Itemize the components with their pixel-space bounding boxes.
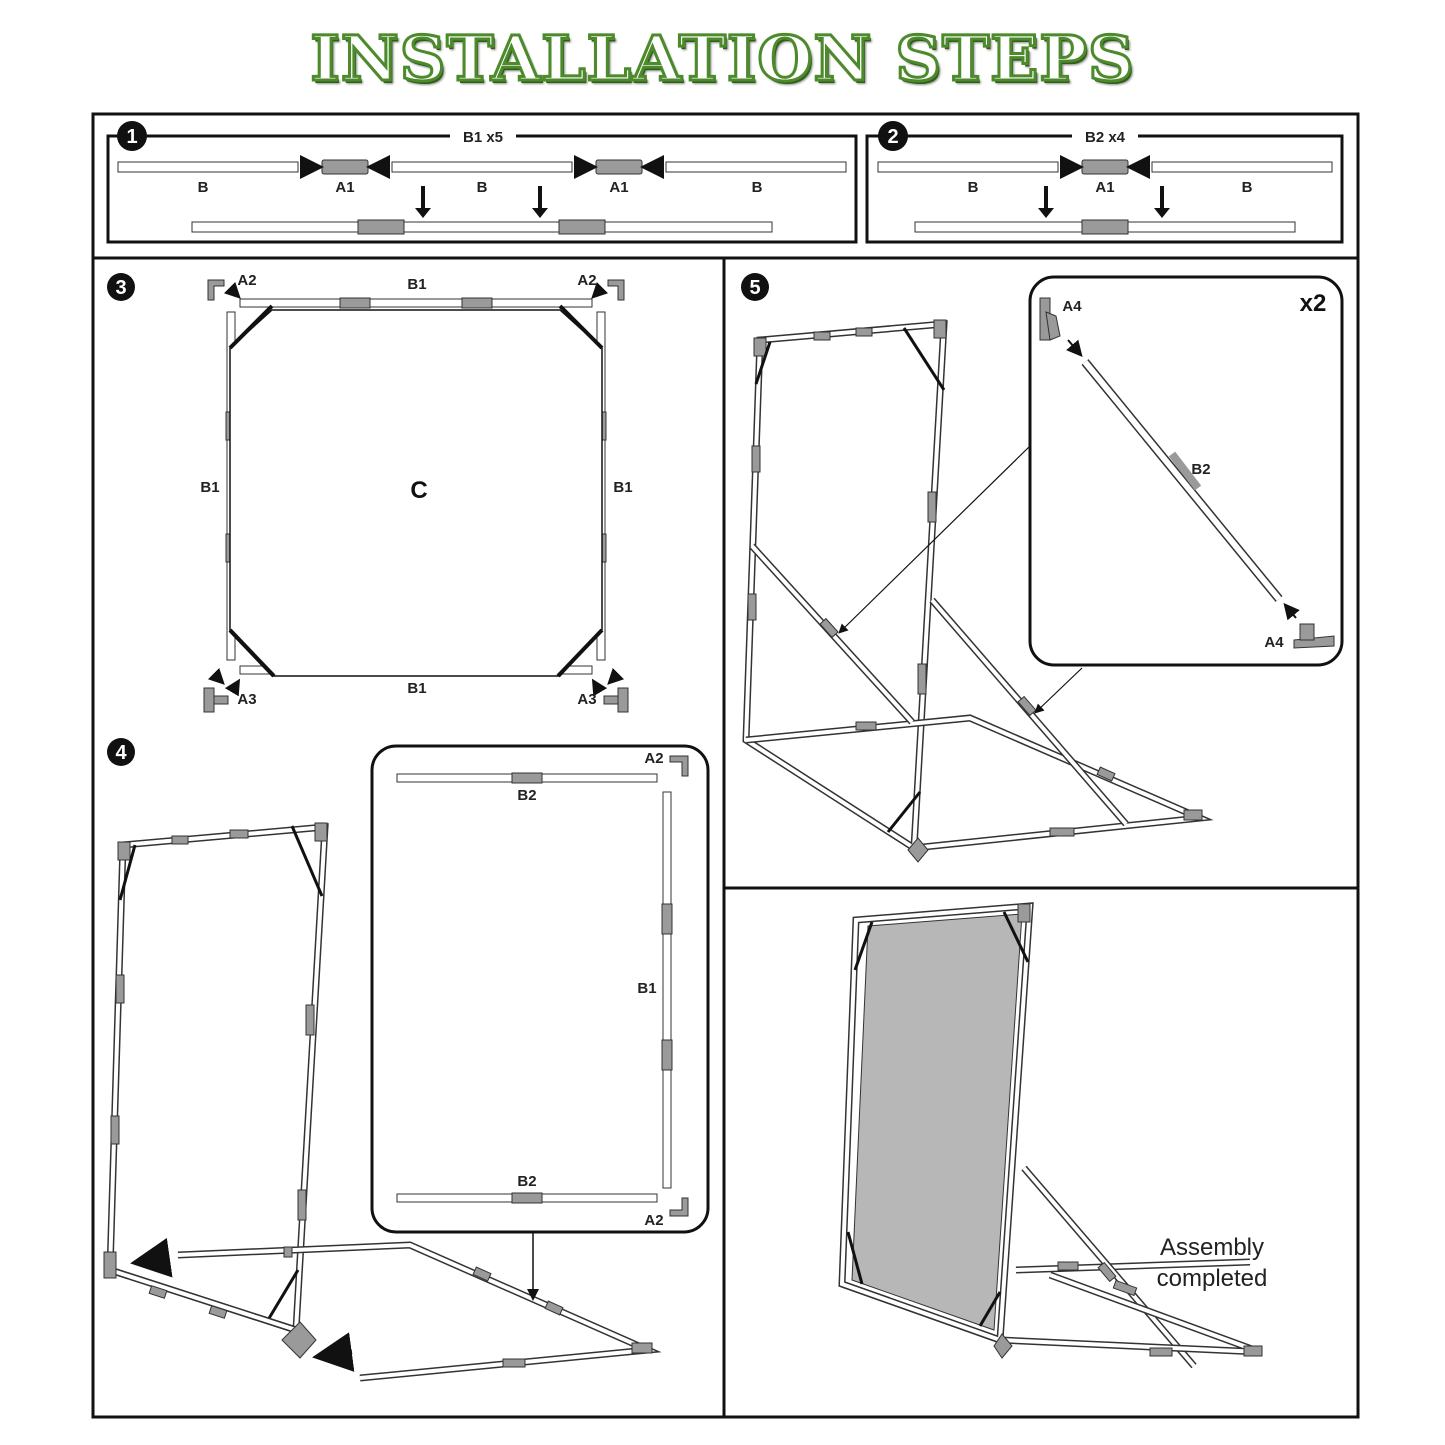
step-2-part-b: B	[1242, 179, 1253, 196]
assembly-label-line1: Assembly	[1160, 1234, 1264, 1261]
step-3-badge	[107, 273, 135, 301]
step-1-header: B1 x5	[463, 129, 503, 146]
step-3-number: 3	[115, 277, 126, 299]
step-4-number: 4	[115, 742, 127, 764]
step-5-number: 5	[749, 277, 760, 299]
step-3-corner-label: A2	[237, 272, 256, 289]
step-2-header: B2 x4	[1085, 129, 1126, 146]
step-2-badge	[878, 121, 908, 151]
step-4-label-bottom: B2	[517, 1173, 536, 1190]
assembly-label-line2: completed	[1157, 1265, 1268, 1292]
net-sheet	[851, 913, 1023, 1331]
step-4-corner-label: A2	[644, 1212, 663, 1229]
step-3-label-bottom: B1	[407, 680, 426, 697]
step-1-part-a1: A1	[335, 179, 354, 196]
step-5-quantity: x2	[1300, 290, 1327, 317]
step-2-panel: 2 B2 x4 B A1 B	[865, 121, 1344, 244]
step-1-part-b: B	[752, 179, 763, 196]
step-5-part-top: A4	[1062, 298, 1082, 315]
step-1-part-a1: A1	[609, 179, 628, 196]
step-2-part-a1: A1	[1095, 179, 1114, 196]
step-1-number: 1	[126, 126, 137, 148]
step-5-part-bottom: A4	[1264, 634, 1284, 651]
step-4-label-side: B1	[637, 980, 656, 997]
step-1-part-b: B	[198, 179, 209, 196]
step-2-part-b: B	[968, 179, 979, 196]
step-3-corner-label: A3	[237, 691, 256, 708]
page-title: INSTALLATION STEPS	[309, 21, 1135, 97]
step-3-label-left: B1	[200, 479, 219, 496]
step-3-corner-label: A2	[577, 272, 596, 289]
step-4-label-top: B2	[517, 787, 536, 804]
step-3-net-label: C	[410, 477, 427, 504]
step-5-tube-label: B2	[1191, 461, 1210, 478]
step-4-badge	[107, 738, 135, 766]
step-3-corner-label: A3	[577, 691, 596, 708]
assembly-completed-panel: Assembly completed	[838, 902, 1268, 1369]
step-1-panel: 1 B1 x5 B A1 B A1 B	[106, 121, 858, 244]
step-2-number: 2	[887, 126, 898, 148]
step-1-badge	[117, 121, 147, 151]
step-4-corner-label: A2	[644, 750, 663, 767]
step-5-panel: 5 x2	[741, 273, 1344, 863]
step-4-inset	[370, 744, 710, 1234]
step-3-label-top: B1	[407, 276, 426, 293]
step-3-panel: 3 B1 B1 B1 B1 C	[107, 272, 633, 713]
step-5-badge	[741, 273, 769, 301]
step-1-part-b: B	[477, 179, 488, 196]
step-3-label-right: B1	[613, 479, 632, 496]
step-4-panel: 4	[103, 738, 710, 1382]
